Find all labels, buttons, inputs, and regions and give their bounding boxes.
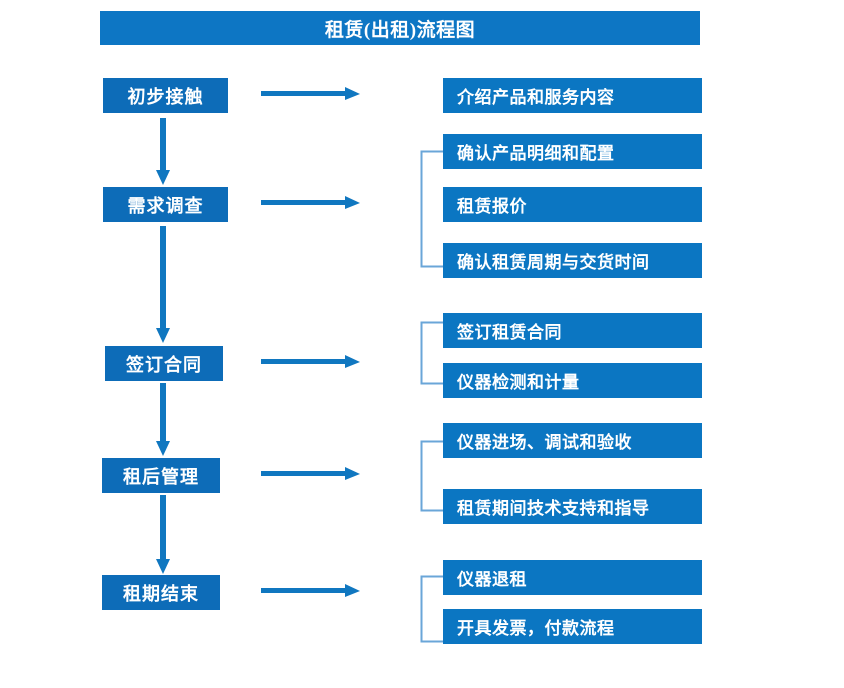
right-arrow-icon-5: [261, 584, 361, 598]
stage-box-1[interactable]: 初步接触: [103, 78, 228, 113]
stage-box-5[interactable]: 租期结束: [102, 575, 220, 610]
bracket-icon-2: [419, 150, 443, 268]
detail-box-3-1[interactable]: 签订租赁合同: [443, 313, 702, 348]
down-arrow-icon-2: [155, 226, 171, 344]
stage-box-2[interactable]: 需求调查: [103, 187, 228, 222]
right-arrow-icon-1: [261, 87, 361, 101]
stage-box-3[interactable]: 签订合同: [105, 346, 223, 381]
right-arrow-icon-3: [261, 355, 361, 369]
right-arrow-icon-2: [261, 196, 361, 210]
down-arrow-icon-1: [155, 118, 171, 186]
detail-box-1-1[interactable]: 介绍产品和服务内容: [443, 78, 702, 113]
bracket-icon-4: [419, 440, 443, 512]
detail-box-2-3[interactable]: 确认租赁周期与交货时间: [443, 243, 702, 278]
detail-box-5-2[interactable]: 开具发票，付款流程: [443, 609, 702, 644]
detail-box-3-2[interactable]: 仪器检测和计量: [443, 363, 702, 398]
down-arrow-icon-3: [155, 383, 171, 457]
bracket-icon-5: [419, 575, 443, 643]
chart-title: 租赁(出租)流程图: [100, 11, 700, 45]
down-arrow-icon-4: [155, 495, 171, 575]
detail-box-2-1[interactable]: 确认产品明细和配置: [443, 134, 702, 169]
detail-box-5-1[interactable]: 仪器退租: [443, 560, 702, 595]
right-arrow-icon-4: [261, 467, 361, 481]
stage-box-4[interactable]: 租后管理: [102, 458, 220, 493]
detail-box-2-2[interactable]: 租赁报价: [443, 187, 702, 222]
detail-box-4-1[interactable]: 仪器进场、调试和验收: [443, 423, 702, 458]
bracket-icon-3: [419, 321, 443, 385]
detail-box-4-2[interactable]: 租赁期间技术支持和指导: [443, 489, 702, 524]
